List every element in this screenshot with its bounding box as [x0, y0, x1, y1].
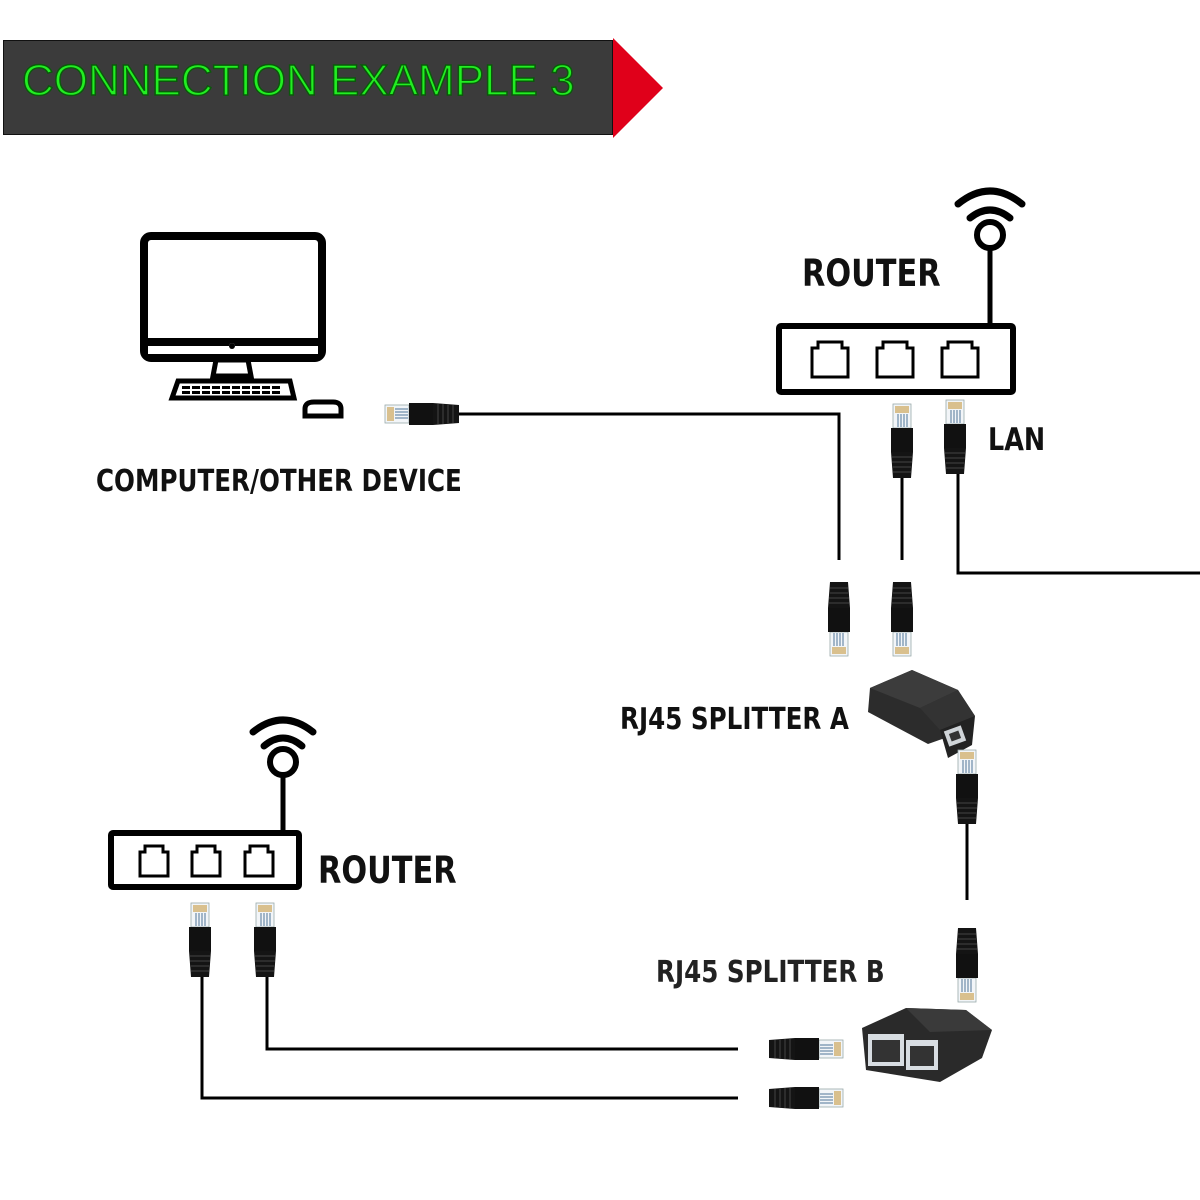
router-bottom-cable-1	[188, 902, 844, 1110]
mouse-icon	[302, 399, 344, 419]
router-top-cable-1	[890, 403, 914, 560]
rj45-splitter-a-icon	[868, 670, 975, 758]
splitter-a-input-plugs	[827, 581, 914, 657]
wifi-router-icon	[108, 716, 317, 890]
splitter-a-to-b-cable	[955, 749, 979, 1003]
wifi-router-icon	[776, 187, 1026, 395]
splitter-b-label: RJ45 SPLITTER B	[656, 955, 885, 990]
computer-cable	[384, 402, 841, 560]
rj45-splitter-b-icon	[862, 1008, 992, 1082]
router-top-cable-lan	[943, 399, 1200, 575]
router-top-label: ROUTER	[802, 252, 941, 295]
title-banner	[3, 40, 613, 135]
banner-title: CONNECTION EXAMPLE 3	[21, 55, 575, 106]
router-bottom-label: ROUTER	[318, 849, 457, 892]
router-bottom-cable-2	[253, 902, 844, 1061]
desktop-computer-icon	[140, 232, 344, 419]
lan-label: LAN	[988, 422, 1046, 458]
banner-arrow-icon	[613, 38, 663, 138]
splitter-a-label: RJ45 SPLITTER A	[620, 702, 849, 737]
computer-label: COMPUTER/OTHER DEVICE	[96, 464, 462, 499]
